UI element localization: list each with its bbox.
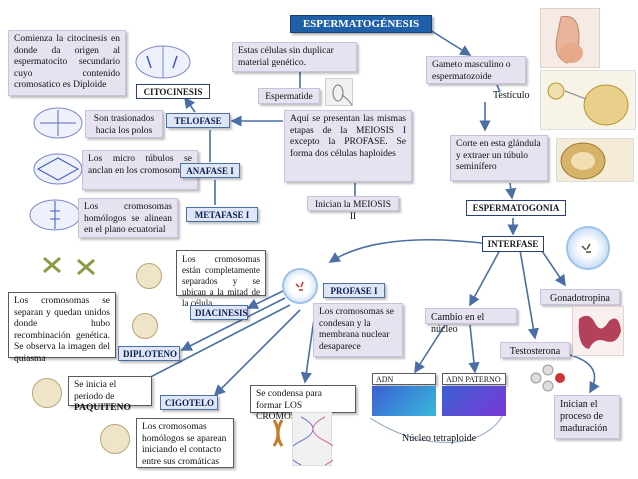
interfase-label: INTERFASE <box>482 236 544 252</box>
cambio-nucleo-label: Cambio en el núcleo <box>425 308 517 335</box>
anafase-text: Los micro túbulos se anclan en los cromo… <box>82 150 198 190</box>
connector-corte-espermatogonia <box>505 182 517 200</box>
spermatid-icon <box>325 78 353 106</box>
gonadotropina-label: Gonadotropina <box>540 289 620 305</box>
cell-icon <box>136 263 162 289</box>
metafase-text: Los cromosomas homólogos se alinean en e… <box>78 198 178 238</box>
citocinesis-label: CITOCINESIS <box>136 84 210 99</box>
connector-testos-inician <box>569 354 600 394</box>
citocinesis-text: Comienza la citocinesis en donde da orig… <box>8 30 126 96</box>
connector-profase-paquiteno <box>133 304 291 386</box>
profase-label: PROFASE I <box>323 283 385 298</box>
adn-paterno-label: ADN PATERNO <box>442 373 506 385</box>
espermatogonia-label: ESPERMATOGONIA <box>466 200 566 216</box>
inician-meiosis-label: Inician la MEIOSIS II <box>307 196 399 222</box>
telofase-label: TELOFASE <box>166 113 230 128</box>
connector-profase-diacinesis <box>246 289 286 309</box>
paquiteno-label: PAQUITENO <box>74 403 131 414</box>
testiculo-label: Testículo <box>493 90 530 101</box>
corte-text: Corte en esta glándula y extraer un túbu… <box>450 135 548 181</box>
inician-maduracion-text: Inician el proceso de maduración <box>554 395 620 439</box>
chromosome-icon <box>38 250 108 286</box>
testis-diagram-icon <box>540 70 636 130</box>
molecule-icon <box>526 360 570 396</box>
telofase-text: Son trasionados hacia los polos <box>85 110 163 138</box>
connector-profase-cigotelo <box>213 309 301 397</box>
connector-profase-diploteno <box>180 297 286 351</box>
meiosis-text: Aquí se presentan las mismas etapas de l… <box>284 110 412 182</box>
metafase-label: METAFASE I <box>186 207 258 222</box>
dna-icon <box>442 386 506 416</box>
cell-icon <box>100 424 130 454</box>
cell-icon <box>133 42 193 82</box>
connector-telofase-citocinesis <box>184 96 196 113</box>
espermatide-label: Espermatide <box>258 88 320 104</box>
diacinesis-text: Los cromosomas están completamente separ… <box>176 250 266 308</box>
cell-icon <box>282 268 318 304</box>
dna-icon <box>288 412 338 466</box>
tubule-icon <box>556 138 634 182</box>
cell-icon <box>32 106 84 140</box>
connector-cambio-paterno <box>468 324 480 374</box>
connector-title-gameto <box>429 29 472 56</box>
diploteno-label: DIPLOTENO <box>118 346 180 361</box>
testosterona-label: Testosterona <box>500 342 570 358</box>
connector-interfase-cambio <box>469 249 501 307</box>
cell-icon <box>32 378 62 408</box>
protein-icon <box>572 306 624 356</box>
profase-text: Los cromosomas se condesan y la membrana… <box>313 303 403 357</box>
anafase-label: ANAFASE I <box>180 163 240 178</box>
diacinesis-label: DIACINESIS <box>190 305 248 320</box>
paquiteno-text: Se inicia el periodo de <box>74 380 117 402</box>
cell-icon <box>28 198 82 232</box>
connector-interfase-testos <box>519 249 539 340</box>
cell-icon <box>32 152 84 186</box>
dna-icon <box>372 386 436 416</box>
cigotelo-text: Los cromosomas homólogos se aparean inic… <box>136 418 234 468</box>
chromosome-icon <box>270 418 286 448</box>
connector-interfase-profase <box>328 238 491 263</box>
testis-icon <box>540 8 600 68</box>
nucleo-tetraploide-label: Núcleo tetraploide <box>402 433 477 444</box>
cell-icon <box>132 313 158 339</box>
condensa-text: Se condensa para formar LOS CROMOSOMAS <box>250 385 356 422</box>
cigotelo-label: CIGOTELO <box>160 395 218 410</box>
connector-cambio-materno <box>414 324 446 374</box>
adn-materno-label: ADN MATERNO <box>372 373 436 394</box>
connector-gameto-testiculo <box>496 84 501 93</box>
connector-interfase-gonado <box>539 247 566 287</box>
gameto-text: Gameto masculino o espermatozoide <box>426 56 526 84</box>
cell-icon <box>566 226 610 270</box>
paquiteno-box: Se inicia el periodo de PAQUITENO <box>68 376 152 413</box>
diploteno-text: Los cromosomas se separan y quedan unido… <box>8 292 116 364</box>
page-title: ESPERMATOGÉNESIS <box>290 15 432 33</box>
duplicar-text: Estas células sin duplicar material gené… <box>232 42 357 72</box>
